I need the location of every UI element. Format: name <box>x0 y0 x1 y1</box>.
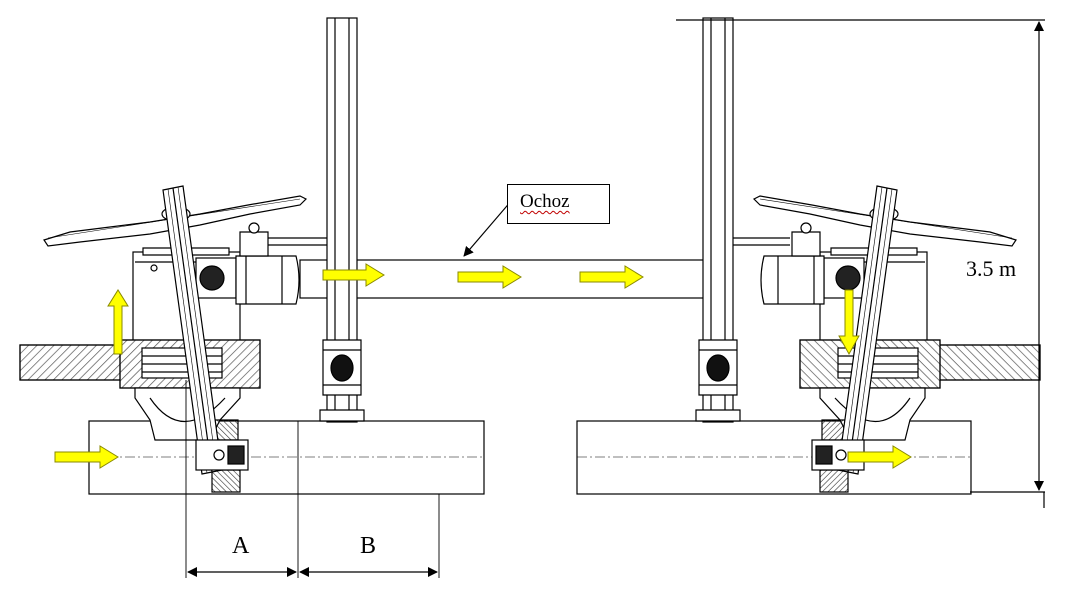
callout-box: Ochoz <box>507 184 610 224</box>
bottom-pipe-left <box>88 420 485 495</box>
dimension-a-label: A <box>232 533 250 559</box>
flow-arrow-up-left <box>107 289 129 355</box>
flow-arrow-inlet <box>54 445 119 469</box>
riser-right <box>695 17 741 423</box>
flow-arrow-outlet <box>847 445 912 469</box>
bottom-pipe-right <box>576 420 972 495</box>
flow-arrow-top-3 <box>579 265 644 289</box>
riser-left <box>319 17 365 423</box>
height-label: 3.5 m <box>966 256 1017 281</box>
dimension-b-label: B <box>360 533 377 559</box>
valve-assembly-right <box>752 185 1041 493</box>
callout-label: Ochoz <box>520 191 570 212</box>
callout-leader <box>463 199 513 257</box>
height-dimension-line <box>676 19 1045 508</box>
flow-arrow-top-1 <box>322 263 385 287</box>
flow-arrow-down-right <box>838 289 860 356</box>
flow-arrow-top-2 <box>457 265 522 289</box>
valve-assembly-left <box>19 185 440 578</box>
